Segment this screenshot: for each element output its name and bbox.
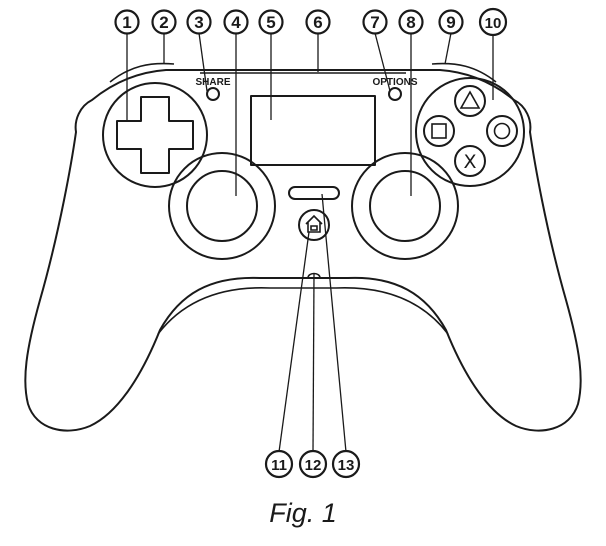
circle-icon — [493, 122, 511, 140]
cross-label: X — [463, 151, 476, 173]
svg-text:7: 7 — [370, 13, 379, 32]
svg-text:4: 4 — [231, 13, 241, 32]
dpad-housing — [102, 82, 208, 188]
svg-text:11: 11 — [271, 457, 287, 474]
left-stick[interactable] — [186, 170, 258, 242]
right-bumper — [431, 62, 497, 83]
options-label: OPTIONS — [372, 77, 417, 88]
dpad-icon[interactable] — [116, 96, 194, 174]
share-label: SHARE — [195, 77, 230, 88]
right-stick-housing — [351, 152, 459, 260]
home-button[interactable] — [298, 209, 330, 241]
callout-11: 11 — [264, 449, 294, 479]
callout-leader-lines — [126, 32, 494, 453]
svg-text:8: 8 — [406, 13, 415, 32]
svg-text:13: 13 — [338, 457, 355, 474]
svg-text:12: 12 — [305, 457, 322, 474]
right-stick[interactable] — [369, 170, 441, 242]
svg-text:6: 6 — [313, 13, 322, 32]
callout-3: 3 — [186, 9, 212, 35]
svg-text:10: 10 — [485, 15, 502, 32]
lower-grip-contour — [157, 287, 449, 335]
face-buttons-housing — [415, 77, 525, 187]
headphone-jack — [307, 272, 321, 279]
svg-text:2: 2 — [159, 13, 168, 32]
cross-button[interactable] — [454, 145, 486, 177]
callout-1: 1 — [114, 9, 140, 35]
callout-13: 13 — [331, 449, 361, 479]
callout-2: 2 — [151, 9, 177, 35]
callout-9: 9 — [438, 9, 464, 35]
home-icon — [305, 214, 323, 233]
left-stick-housing — [168, 152, 276, 260]
controller-body-outline — [24, 69, 582, 432]
callout-6: 6 — [305, 9, 331, 35]
touchpad[interactable] — [250, 95, 376, 166]
svg-text:9: 9 — [446, 13, 455, 32]
square-button[interactable] — [423, 115, 455, 147]
circle-button[interactable] — [486, 115, 518, 147]
svg-text:1: 1 — [122, 13, 131, 32]
triangle-icon — [459, 90, 481, 109]
callout-5: 5 — [258, 9, 284, 35]
callout-7: 7 — [362, 9, 388, 35]
square-icon — [431, 123, 447, 139]
share-button[interactable] — [206, 87, 220, 101]
light-bar — [288, 186, 340, 200]
callout-12: 12 — [298, 449, 328, 479]
options-button[interactable] — [388, 87, 402, 101]
svg-text:3: 3 — [194, 13, 203, 32]
callout-10: 10 — [478, 7, 508, 37]
svg-text:5: 5 — [266, 13, 275, 32]
callout-4: 4 — [223, 9, 249, 35]
left-bumper — [109, 62, 175, 83]
callout-8: 8 — [398, 9, 424, 35]
figure-caption: Fig. 1 — [269, 498, 337, 528]
triangle-button[interactable] — [454, 85, 486, 117]
